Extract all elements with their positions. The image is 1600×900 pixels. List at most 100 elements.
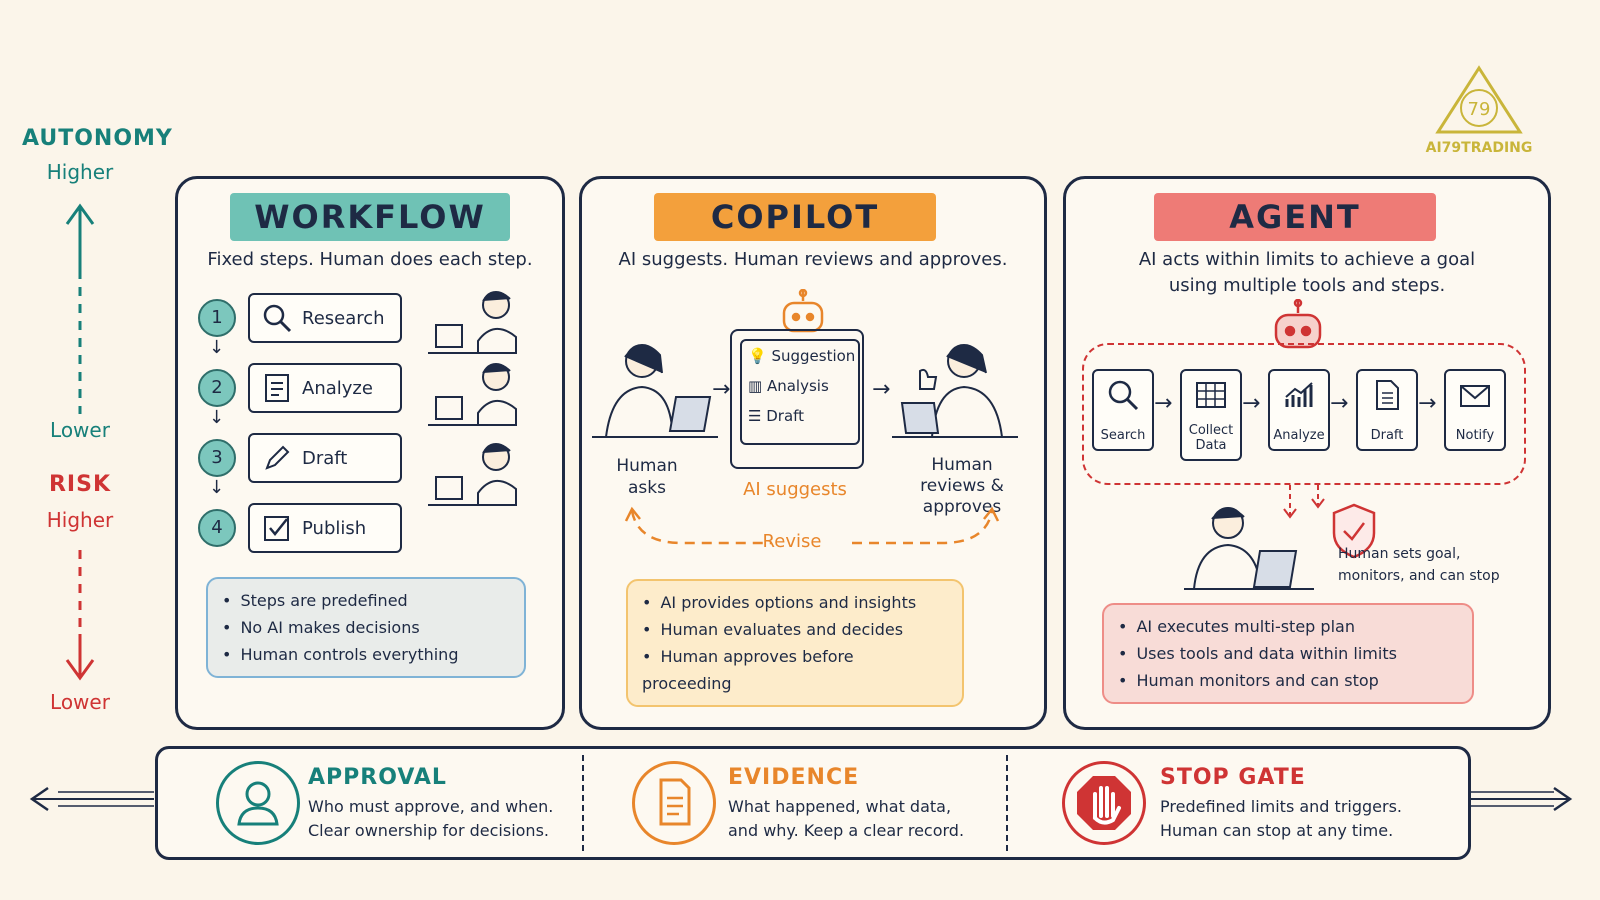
table-icon <box>1196 382 1226 408</box>
step-publish: Publish <box>248 503 402 553</box>
bullet-item: Uses tools and data within limits <box>1118 640 1458 667</box>
workflow-notes: Steps are predefined No AI makes decisio… <box>206 577 526 678</box>
risk-higher-label: Higher <box>46 508 114 532</box>
evidence-desc: What happened, what data, and why. Keep … <box>728 797 965 840</box>
document-icon <box>632 761 716 845</box>
workflow-panel: WORKFLOW Fixed steps. Human does each st… <box>175 176 565 730</box>
copilot-notes: AI provides options and insights Human e… <box>626 579 964 707</box>
bar-chart-icon <box>1285 382 1313 407</box>
approval-desc: Who must approve, and when. Clear owners… <box>308 797 554 840</box>
stop-gate-title: STOP GATE <box>1160 765 1306 790</box>
workflow-subtitle: Fixed steps. Human does each step. <box>207 249 533 270</box>
bullet-item: Human evaluates and decides <box>642 616 948 643</box>
risk-down-arrow-icon <box>65 550 95 681</box>
tool-label: Search <box>1100 428 1146 443</box>
tool-label: Analyze <box>1273 428 1325 443</box>
step-number: 2 <box>198 369 236 407</box>
bullet-item: Steps are predefined <box>222 587 510 614</box>
governance-strip: APPROVAL Who must approve, and when. Cle… <box>155 746 1471 860</box>
ai-suggests-label: AI suggests <box>743 479 847 500</box>
tool-analyze: Analyze <box>1268 369 1330 451</box>
divider <box>1006 755 1008 851</box>
evidence-gate: EVIDENCE What happened, what data, and w… <box>586 749 1006 857</box>
document-list-icon <box>265 374 289 402</box>
copilot-panel: COPILOT AI suggests. Human reviews and a… <box>579 176 1047 730</box>
stop-hand-icon <box>1062 761 1146 845</box>
approval-gate: APPROVAL Who must approve, and when. Cle… <box>158 749 578 857</box>
autonomy-title: AUTONOMY <box>22 126 173 151</box>
autonomy-up-arrow-icon <box>65 203 95 414</box>
stop-gate-desc: Predefined limits and triggers. Human ca… <box>1160 797 1402 840</box>
document-icon <box>1376 380 1399 410</box>
tool-label: Draft <box>1370 428 1404 443</box>
magnifier-icon <box>1108 380 1139 411</box>
bullet-item: Human monitors and can stop <box>1118 667 1458 694</box>
tool-label: Notify <box>1455 428 1495 443</box>
ai-suggestion-card: 💡 Suggestion ▥ Analysis ☰ Draft <box>730 329 864 469</box>
human-working-illustration <box>428 291 517 506</box>
human-reviews-label: Human reviews & approves <box>920 455 1004 517</box>
divider <box>582 755 584 851</box>
revise-loop-arrow <box>624 506 1000 545</box>
robot-icon <box>1274 299 1322 349</box>
step-research: Research <box>248 293 402 343</box>
autonomy-lower-label: Lower <box>50 418 110 442</box>
envelope-icon <box>1460 385 1490 407</box>
svg-text:79: 79 <box>1468 99 1491 120</box>
stop-gate: STOP GATE Predefined limits and triggers… <box>1010 749 1460 857</box>
human-asks-label: Human asks <box>616 456 678 498</box>
workflow-title: WORKFLOW <box>230 193 510 241</box>
triangle-79-logo-icon: 79 <box>1435 65 1523 134</box>
evidence-title: EVIDENCE <box>728 765 860 790</box>
robot-icon <box>782 289 824 333</box>
human-sets-goal-note: Human sets goal, monitors, and can stop <box>1338 546 1500 584</box>
agent-title: AGENT <box>1154 193 1436 241</box>
step-number: 4 <box>198 509 236 547</box>
risk-title: RISK <box>48 472 112 497</box>
step-label: Publish <box>302 517 367 539</box>
checkbox-icon <box>264 516 289 541</box>
step-label: Analyze <box>302 377 373 399</box>
card-item-suggestion: 💡 Suggestion <box>748 347 856 365</box>
human-monitor-illustration <box>1184 503 1376 590</box>
step-number: 3 <box>198 439 236 477</box>
approval-title: APPROVAL <box>308 765 447 790</box>
bullet-item: Human approves before proceeding <box>642 643 948 697</box>
list-icon: ☰ <box>748 407 762 425</box>
copilot-subtitle: AI suggests. Human reviews and approves. <box>618 249 1008 270</box>
autonomy-higher-label: Higher <box>46 160 114 184</box>
step-label: Research <box>302 307 385 329</box>
step-analyze: Analyze <box>248 363 402 413</box>
agent-notes: AI executes multi-step plan Uses tools a… <box>1102 603 1474 704</box>
card-item-analysis: ▥ Analysis <box>748 377 829 395</box>
lightbulb-icon: 💡 <box>748 347 767 365</box>
shield-check-icon <box>1332 503 1376 559</box>
strip-left-arrow-icon <box>29 786 154 812</box>
tool-search: Search <box>1092 369 1154 451</box>
person-icon <box>216 761 300 845</box>
agent-boundary <box>1082 343 1526 485</box>
card-item-draft: ☰ Draft <box>748 407 805 425</box>
tool-notify: Notify <box>1444 369 1506 451</box>
bullet-item: AI provides options and insights <box>642 589 948 616</box>
bullet-item: AI executes multi-step plan <box>1118 613 1458 640</box>
pencil-icon <box>265 445 290 470</box>
agent-subtitle: AI acts within limits to achieve a goal … <box>1138 249 1476 296</box>
magnifier-icon <box>263 304 292 333</box>
logo-text: AI79TRADING <box>1425 140 1533 156</box>
risk-lower-label: Lower <box>50 690 110 714</box>
monitor-down-arrows <box>1283 485 1325 519</box>
bullet-item: No AI makes decisions <box>222 614 510 641</box>
copilot-title: COPILOT <box>654 193 936 241</box>
step-draft: Draft <box>248 433 402 483</box>
step-number: 1 <box>198 299 236 337</box>
agent-panel: AGENT AI acts within limits to achieve a… <box>1063 176 1551 730</box>
tool-collect-data: Collect Data <box>1180 369 1242 461</box>
strip-right-arrow-icon <box>1466 786 1573 812</box>
human-approves-illustration <box>892 344 1018 438</box>
bar-chart-icon: ▥ <box>748 377 763 395</box>
tool-draft: Draft <box>1356 369 1418 451</box>
bullet-item: Human controls everything <box>222 641 510 668</box>
human-asks-illustration <box>592 344 718 438</box>
step-label: Draft <box>302 447 348 469</box>
